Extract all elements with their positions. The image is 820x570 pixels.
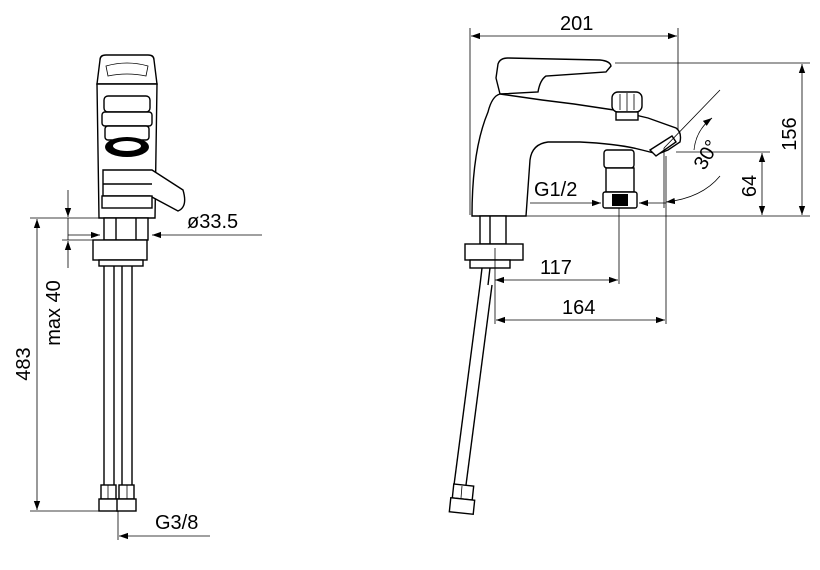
side-shank xyxy=(479,215,507,245)
front-supply-hoses xyxy=(98,266,137,512)
dim-164: 164 xyxy=(494,156,667,324)
side-mounting-nut xyxy=(464,243,524,261)
dim-64: 64 xyxy=(676,151,770,215)
dim-201: 201 xyxy=(469,13,679,215)
dim-g38: G3/8 xyxy=(117,511,210,540)
dim-g12-label: G1/2 xyxy=(534,179,577,201)
dim-483: 483 xyxy=(13,217,104,512)
front-shank xyxy=(103,217,149,241)
dim-g38-label: G3/8 xyxy=(155,512,198,534)
side-view: 201 156 64 30° G1/2 xyxy=(448,13,810,515)
front-lever-slot xyxy=(105,62,149,77)
front-view: 483 max 40 ø33.5 G3/8 xyxy=(13,54,262,540)
dim-g12: G1/2 xyxy=(530,179,666,207)
side-diverter-knob xyxy=(611,91,643,121)
dim-64-label: 64 xyxy=(739,175,761,197)
dim-diameter-label: ø33.5 xyxy=(187,211,238,233)
front-lever-handle xyxy=(102,169,186,212)
side-spout-tip xyxy=(648,135,677,157)
dim-164-label: 164 xyxy=(562,297,595,319)
front-mounting-nut xyxy=(92,239,148,261)
dim-117: 117 xyxy=(495,208,620,284)
side-lever xyxy=(495,57,612,95)
side-outlet xyxy=(602,149,638,209)
dim-201-label: 201 xyxy=(560,13,593,35)
dim-angle: 30° xyxy=(663,89,724,208)
front-lever-head xyxy=(96,54,158,85)
front-aerator xyxy=(101,95,153,157)
dim-max-40: max 40 xyxy=(43,190,96,346)
dim-diameter: ø33.5 xyxy=(68,211,262,239)
dim-483-label: 483 xyxy=(13,347,35,380)
dim-156-label: 156 xyxy=(779,117,801,150)
side-body xyxy=(471,93,682,217)
side-supply-hose xyxy=(448,267,493,515)
dim-max-40-label: max 40 xyxy=(43,280,65,346)
dim-156: 156 xyxy=(506,62,810,217)
dim-angle-label: 30° xyxy=(690,136,724,173)
front-base xyxy=(101,195,153,209)
dim-117-label: 117 xyxy=(540,257,572,279)
